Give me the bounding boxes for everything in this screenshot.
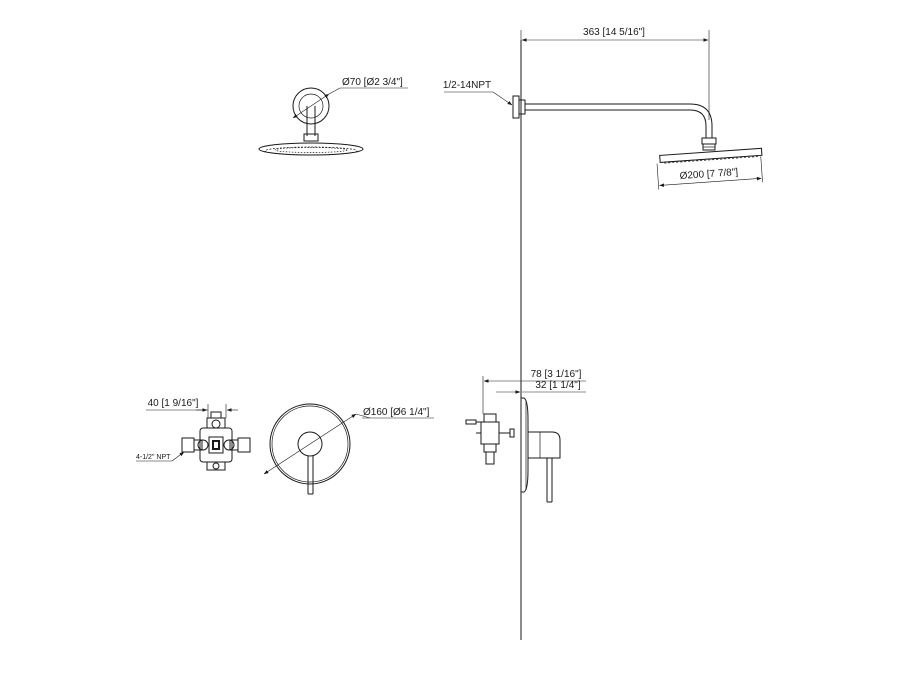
trim-plate-front-view	[269, 403, 351, 495]
valve-width-label: 40 [1 9/16"]	[148, 398, 199, 409]
dimension-depth-total: 78 [3 1/16"]	[482, 369, 586, 414]
flange-diameter-label: Ø70 [Ø2 3/4"]	[342, 77, 403, 88]
dimension-valve-width: 40 [1 9/16"]	[146, 398, 238, 418]
arm-length-label: 363 [14 5/16"]	[583, 27, 645, 38]
depth-trim-label: 32 [1 1/4"]	[535, 380, 580, 391]
callout-thread-top: 1/2-14NPT	[443, 80, 513, 106]
trim-diameter-label: Ø160 [Ø6 1/4"]	[363, 407, 430, 418]
shower-arm-side-view	[512, 95, 763, 164]
valve-npt-label: 4-1/2" NPT	[136, 454, 171, 461]
head-diameter-label: Ø200 [7 7/8"]	[679, 167, 738, 182]
valve-body-front-view	[181, 411, 251, 471]
dimension-depth-trim: 32 [1 1/4"]	[496, 380, 586, 394]
dimension-head-diameter: Ø200 [7 7/8"]	[656, 156, 763, 190]
dimension-arm-length: 363 [14 5/16"]	[520, 27, 710, 120]
callout-valve-npt: 4-1/2" NPT	[136, 451, 185, 462]
thread-top-label: 1/2-14NPT	[443, 80, 491, 91]
shower-head-front-view	[258, 87, 364, 156]
dimension-flange-diameter: Ø70 [Ø2 3/4"]	[292, 77, 408, 119]
valve-trim-side-view	[465, 397, 561, 503]
depth-total-label: 78 [3 1/16"]	[531, 369, 582, 380]
dimension-trim-diameter: Ø160 [Ø6 1/4"]	[263, 407, 434, 475]
